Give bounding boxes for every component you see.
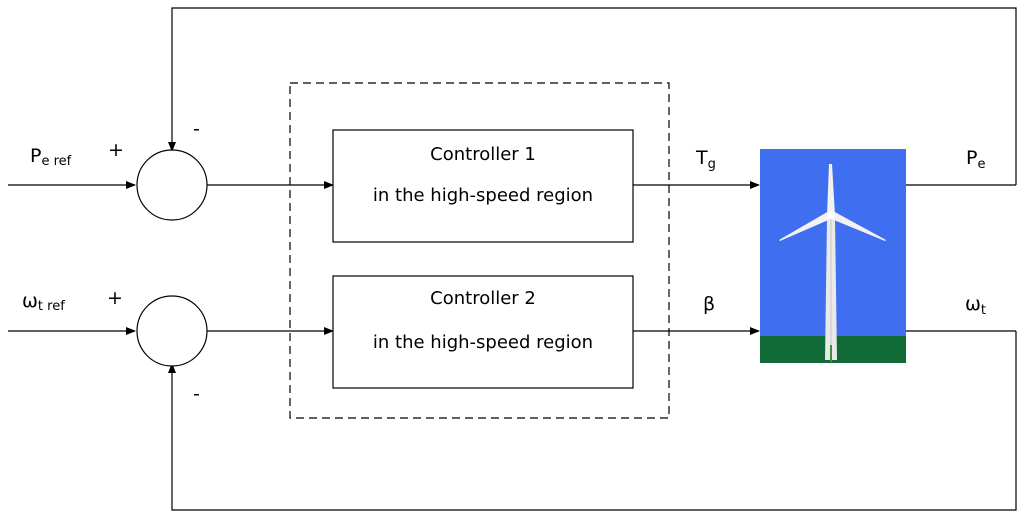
turbine-blade-up [827,164,835,215]
wt-output-label: ωt [965,293,986,318]
wind-turbine-icon [760,149,906,363]
sum2-minus-sign: - [193,383,200,405]
controller-1-block [332,129,634,243]
tg-signal-label: Tg [695,147,716,172]
sum1-plus-sign: + [108,139,124,161]
turbine-blade-left [779,211,833,241]
controller-group-dashed-box [289,82,670,419]
controller-1-title: Controller 1 [430,144,536,165]
sum1-minus-sign: - [193,118,200,140]
sum2-plus-sign: + [107,287,123,309]
turbine-hub [827,211,835,219]
feedback-line-pe [168,7,1017,185]
pe-output-label: Pe [966,147,985,172]
input-label-pe-ref: Pe ref [30,145,72,169]
summing-junction-1 [136,149,208,221]
turbine-blade-right [829,211,886,241]
input-label-wt-ref: ωt ref [22,290,65,314]
controller-2-block [332,275,634,389]
controller-2-title: Controller 2 [430,288,536,309]
controller-1-subtitle: in the high-speed region [373,185,593,206]
summing-junction-2 [136,295,208,367]
feedback-line-wt [168,331,1017,511]
controller-2-subtitle: in the high-speed region [373,332,593,353]
beta-signal-label: β [703,293,715,315]
